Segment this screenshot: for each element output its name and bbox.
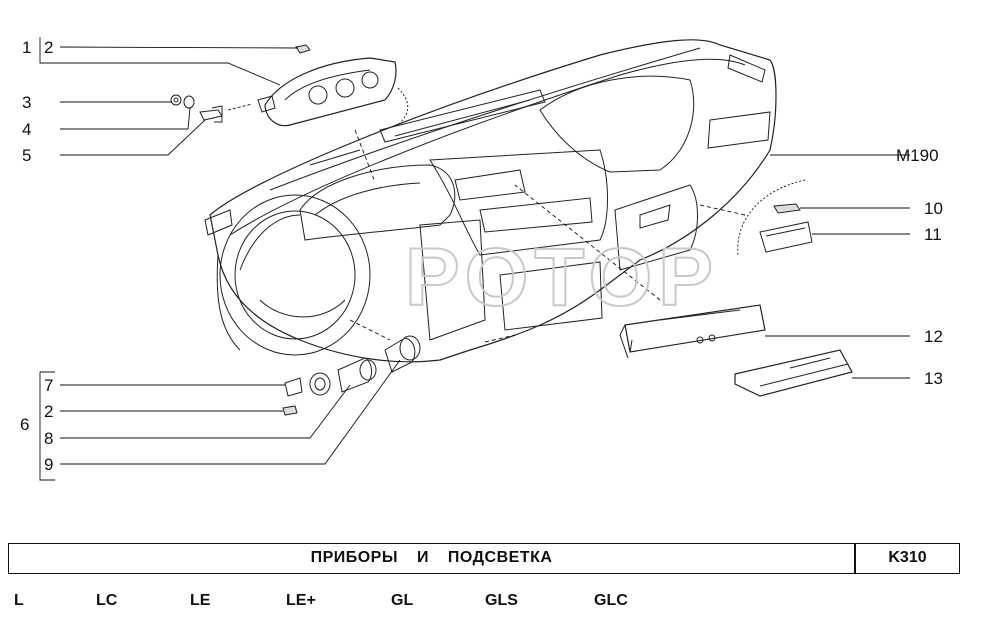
- callout-3: 3: [22, 93, 31, 112]
- heater-control-panel: [619, 304, 766, 359]
- trim-gls: GLS: [485, 592, 518, 609]
- trim-l: L: [14, 592, 24, 609]
- callout-8: 8: [44, 429, 53, 448]
- callout-10: 10: [924, 199, 943, 218]
- bulb-top: [295, 44, 311, 54]
- callout-12: 12: [924, 327, 943, 346]
- title-bar: ПРИБОРЫ И ПОДСВЕТКА K310: [8, 543, 960, 574]
- callout-9: 9: [44, 455, 53, 474]
- trim-levels: L LC LE LE+ GL GLS GLC: [0, 592, 981, 616]
- courtesy-lamp-parts: [759, 203, 813, 253]
- instrument-cluster: [257, 57, 397, 127]
- dashboard-exploded-diagram: РОТОР 1 2 3 4 5 6 7 2 8 9 M190 10 11 12 …: [20, 37, 943, 481]
- callout-5: 5: [22, 146, 31, 165]
- callout-13: 13: [924, 369, 943, 388]
- trim-gl: GL: [391, 592, 414, 609]
- dashboard-panel: [204, 39, 777, 363]
- section-title: ПРИБОРЫ И ПОДСВЕТКА: [310, 549, 553, 566]
- callout-2-top: 2: [44, 38, 53, 57]
- callout-6: 6: [20, 415, 29, 434]
- callout-2-bottom: 2: [44, 402, 53, 421]
- trim-le-plus: LE+: [286, 592, 316, 609]
- callout-1: 1: [22, 38, 31, 57]
- section-code: K310: [888, 549, 927, 566]
- callout-4: 4: [22, 120, 31, 139]
- leader-lines: [39, 37, 910, 481]
- trim-glc: GLC: [594, 592, 628, 609]
- trim-lc: LC: [96, 592, 118, 609]
- title-divider: [854, 544, 856, 573]
- callout-model: M190: [896, 146, 939, 165]
- trim-le: LE: [190, 592, 211, 609]
- watermark: РОТОР: [405, 232, 719, 323]
- nut-washer-screw: [170, 94, 223, 123]
- light-switches: [282, 335, 421, 416]
- callout-7: 7: [44, 376, 53, 395]
- switch-panel-13: [734, 349, 853, 397]
- callout-11: 11: [924, 225, 942, 244]
